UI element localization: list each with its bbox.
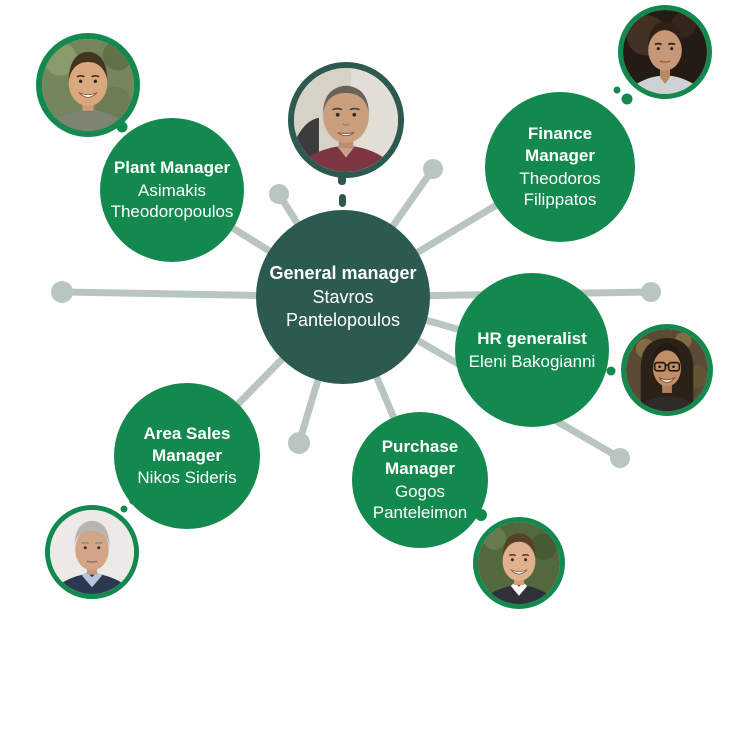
node-general-manager: General manager Stavros Pantelopoulos — [256, 210, 430, 384]
node-finance-manager: Finance Manager Theodoros Filippatos — [485, 92, 635, 242]
portrait-woman-glasses — [626, 329, 708, 411]
node-person: Gogos Panteleimon — [372, 481, 468, 523]
photo-plant-manager — [36, 33, 140, 137]
node-person: Eleni Bakogianni — [468, 351, 596, 371]
node-role: Plant Manager — [113, 157, 231, 177]
portrait-man-smiling-suit — [478, 522, 560, 604]
node-role: Purchase Manager — [381, 437, 459, 478]
photo-finance-manager — [618, 5, 712, 99]
photo-general-manager — [288, 62, 404, 178]
node-person: Stavros Pantelopoulos — [285, 286, 401, 331]
portrait-man-dark-background — [623, 10, 707, 94]
node-person: Asimakis Theodoropoulos — [110, 180, 234, 222]
portrait-man-gray-hair-suit — [50, 510, 134, 594]
spoke-end-dots — [51, 159, 661, 468]
node-role: Area Sales Manager — [143, 423, 231, 465]
node-role: HR generalist — [477, 328, 587, 348]
portrait-man-office — [294, 68, 398, 172]
photo-hr-generalist — [621, 324, 713, 416]
node-hr-generalist: HR generalist Eleni Bakogianni — [455, 273, 609, 427]
node-role: General manager — [269, 262, 417, 283]
node-plant-manager: Plant Manager Asimakis Theodoropoulos — [100, 118, 244, 262]
node-role: Finance Manager — [525, 124, 595, 165]
node-purchase-manager: Purchase Manager Gogos Panteleimon — [352, 412, 488, 548]
photo-area-sales-manager — [45, 505, 139, 599]
node-area-sales-manager: Area Sales Manager Nikos Sideris — [114, 383, 260, 529]
photo-purchase-manager — [473, 517, 565, 609]
portrait-man-outdoors — [42, 39, 134, 131]
photo-trail-finance — [613, 86, 633, 105]
node-person: Nikos Sideris — [137, 468, 237, 488]
node-person: Theodoros Filippatos — [519, 168, 601, 210]
